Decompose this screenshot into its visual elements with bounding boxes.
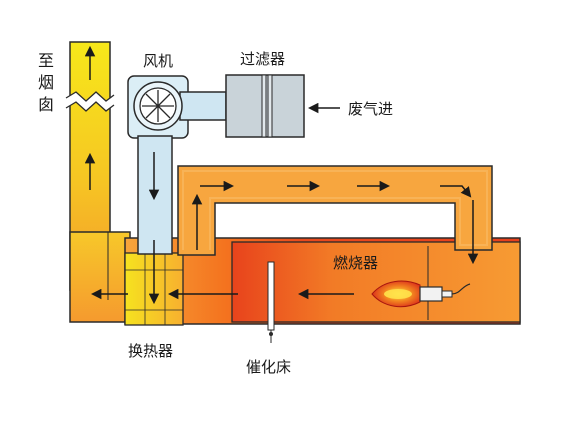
filter: [225, 74, 305, 138]
filter-icon: [261, 74, 273, 138]
chimney-label-3: 囱: [38, 95, 54, 114]
chimney-base: [69, 231, 131, 323]
catalyst-bed-label: 催化床: [246, 358, 291, 376]
fan-label: 风机: [143, 52, 173, 70]
burner-nozzle-icon: [419, 283, 471, 302]
chimney-label-1: 至: [38, 51, 54, 70]
fan-down-duct: [137, 135, 173, 305]
burner: [371, 280, 471, 308]
heat-exchanger-label: 换热器: [128, 342, 173, 360]
exhaust-inlet-label: 废气进: [348, 100, 393, 118]
filter-label: 过滤器: [240, 50, 285, 68]
chimney-label-2: 烟: [38, 73, 54, 92]
catalyst-bed: [267, 261, 275, 343]
fan: [127, 75, 227, 139]
top-return-duct: [177, 165, 493, 265]
break-mark-icon: [65, 91, 115, 112]
burner-label: 燃烧器: [333, 254, 378, 272]
fan-icon: [133, 81, 183, 131]
